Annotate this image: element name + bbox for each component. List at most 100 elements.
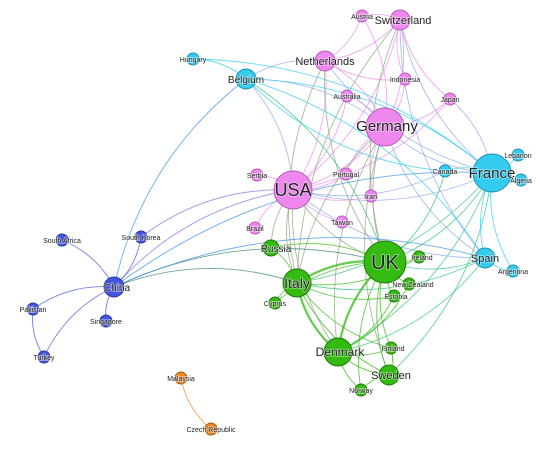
node-label-japan: Japan [440, 97, 459, 104]
node-newzealand[interactable] [402, 277, 416, 291]
node-germany[interactable] [365, 107, 405, 147]
node-argentina[interactable] [506, 264, 520, 278]
edge-italy-spain [296, 257, 486, 291]
node-malaysia[interactable] [174, 371, 188, 385]
node-usa[interactable] [273, 170, 313, 210]
node-label-singapore: Singapore [90, 319, 122, 326]
node-uk[interactable] [363, 240, 407, 284]
node-label-italy: Italy [284, 275, 310, 291]
node-lebanon[interactable] [511, 148, 525, 162]
node-cyprus[interactable] [268, 296, 282, 310]
edge-france-hungary [192, 58, 493, 174]
node-portugal[interactable] [339, 167, 353, 181]
node-estonia[interactable] [387, 289, 401, 303]
node-indonesia[interactable] [398, 72, 412, 86]
edge-denmark-spain [337, 257, 486, 353]
node-belgium[interactable] [235, 68, 257, 90]
node-label-cyprus: Cyprus [264, 301, 287, 308]
edge-switzerland-spain [399, 19, 486, 259]
node-label-finland: Finland [382, 346, 405, 353]
node-label-iran: Iran [365, 194, 377, 201]
node-hungary[interactable] [186, 52, 200, 66]
edge-switzerland-france [399, 19, 493, 174]
node-label-france: France [469, 165, 516, 182]
node-australia[interactable] [340, 89, 354, 103]
label-layer: USAGermanyNetherlandsSwitzerlandAustriaI… [19, 13, 533, 435]
node-sweden[interactable] [378, 364, 400, 386]
node-czech[interactable] [204, 422, 218, 436]
node-label-spain: Spain [471, 253, 499, 265]
edge-usa-china [113, 189, 294, 288]
node-label-turkey: Turkey [33, 355, 55, 362]
node-label-denmark: Denmark [316, 345, 366, 359]
edge-layer [32, 13, 522, 430]
node-label-sweden: Sweden [371, 370, 411, 382]
node-label-argentina: Argentina [498, 269, 528, 276]
node-algeria[interactable] [514, 173, 528, 187]
edge-italy-sweden [296, 282, 390, 376]
node-label-austria: Austria [351, 14, 373, 21]
node-label-uk: UK [371, 252, 399, 274]
node-russia[interactable] [262, 239, 280, 257]
node-china[interactable] [103, 276, 125, 298]
node-austria[interactable] [355, 9, 369, 23]
node-label-malaysia: Malaysia [167, 376, 195, 383]
node-serbia[interactable] [250, 168, 264, 182]
node-label-ireland: Ireland [411, 255, 433, 262]
node-finland[interactable] [384, 341, 398, 355]
node-pakistan[interactable] [26, 302, 40, 316]
node-southkorea[interactable] [134, 230, 148, 244]
node-label-serbia: Serbia [247, 173, 267, 180]
node-singapore[interactable] [99, 314, 113, 328]
node-label-czech: Czech Republic [186, 427, 236, 434]
node-label-usa: USA [274, 180, 311, 200]
node-iran[interactable] [364, 189, 378, 203]
node-label-lebanon: Lebanon [504, 153, 531, 160]
node-label-china: China [104, 283, 131, 294]
edge-italy-china [113, 268, 298, 288]
edge-pakistan-turkey [32, 308, 45, 358]
edge-italy-france [296, 172, 493, 284]
node-label-portugal: Portugal [333, 172, 360, 179]
node-label-australia: Australia [333, 94, 360, 101]
node-brazil[interactable] [248, 221, 262, 235]
node-denmark[interactable] [323, 337, 353, 367]
edge-usa-france [292, 172, 493, 201]
node-ireland[interactable] [412, 250, 426, 264]
node-norway[interactable] [354, 383, 368, 397]
node-label-canada: Canada [433, 169, 458, 176]
node-france[interactable] [472, 153, 512, 193]
node-switzerland[interactable] [389, 9, 411, 31]
node-taiwan[interactable] [335, 215, 349, 229]
node-label-indonesia: Indonesia [390, 77, 420, 84]
node-label-taiwan: Taiwan [331, 220, 353, 227]
node-spain[interactable] [474, 247, 496, 269]
node-japan[interactable] [443, 92, 457, 106]
edge-usa-netherlands [292, 60, 327, 191]
node-label-russia: Russia [261, 244, 292, 255]
node-label-germany: Germany [356, 118, 418, 135]
node-label-netherlands: Netherlands [295, 56, 355, 68]
node-label-norway: Norway [349, 388, 373, 395]
node-label-newzealand: New Zealand [392, 282, 433, 289]
node-label-brazil: Brazil [246, 226, 264, 233]
edge-china-turkey [43, 286, 115, 358]
node-canada[interactable] [438, 164, 452, 178]
node-label-pakistan: Pakistan [20, 307, 47, 314]
node-label-estonia: Estonia [384, 294, 407, 301]
node-southafrica[interactable] [55, 233, 69, 247]
edge-china-pakistan [32, 286, 115, 310]
edge-spain-china [113, 237, 486, 288]
node-turkey[interactable] [37, 350, 51, 364]
edge-germany-spain [384, 126, 486, 259]
edge-spain-belgium [245, 78, 486, 259]
node-label-belgium: Belgium [228, 75, 264, 86]
edge-usa-switzerland [292, 19, 401, 191]
edge-switzerland-japan [399, 19, 451, 100]
edge-uk-belgium [245, 78, 386, 263]
node-italy[interactable] [282, 268, 312, 298]
node-label-algeria: Algeria [510, 178, 532, 185]
node-netherlands[interactable] [314, 50, 336, 72]
edge-germany-italy [296, 126, 386, 284]
